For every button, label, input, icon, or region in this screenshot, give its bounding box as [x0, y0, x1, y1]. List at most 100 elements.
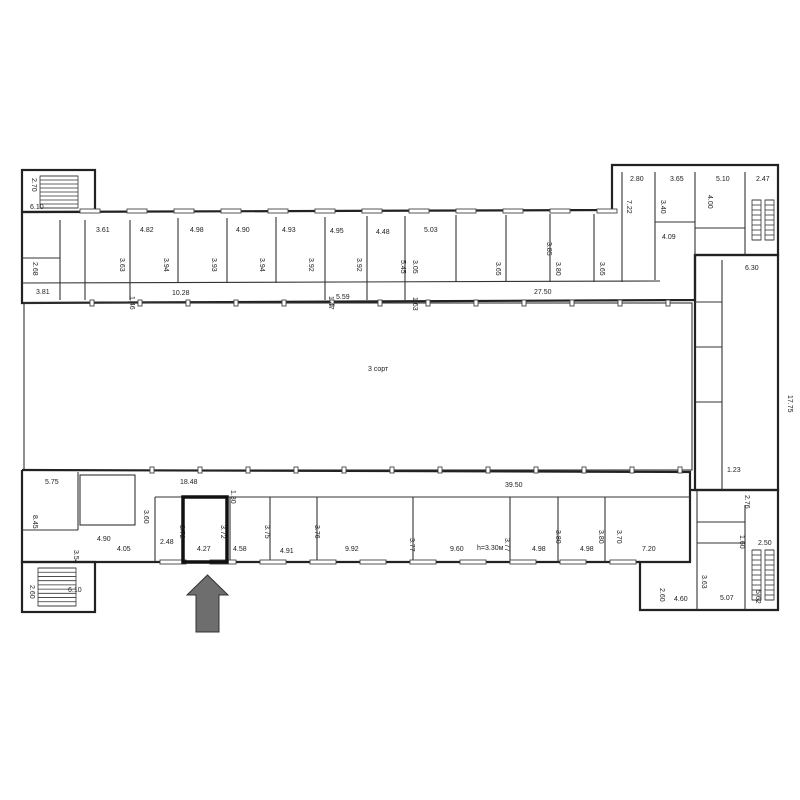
window	[408, 208, 430, 214]
dimension-label: 5.75	[45, 479, 59, 486]
dimension-label: 3.72	[219, 525, 226, 539]
window	[425, 299, 431, 307]
window	[533, 466, 539, 474]
window	[559, 559, 587, 565]
window	[314, 208, 336, 214]
dimension-label: 5.62	[754, 590, 761, 604]
dimension-label: 10.28	[172, 290, 190, 297]
dimension-label: 8.45	[31, 515, 38, 529]
dimension-label: 3.81	[36, 289, 50, 296]
window	[281, 299, 287, 307]
dimension-label: 4.27	[197, 546, 211, 553]
windows	[79, 208, 683, 565]
dimension-label: 3.75	[263, 525, 270, 539]
window	[617, 299, 623, 307]
window	[293, 466, 299, 474]
dimension-label: 3.54	[72, 550, 79, 564]
window	[185, 299, 191, 307]
window	[233, 299, 239, 307]
window	[485, 466, 491, 474]
dimension-label: 3.80	[597, 530, 604, 544]
window	[220, 208, 242, 214]
window	[629, 466, 635, 474]
window	[502, 208, 524, 214]
dimension-label: 1.23	[727, 467, 741, 474]
window	[521, 299, 527, 307]
window	[89, 299, 95, 307]
dimension-label: 27.50	[534, 289, 552, 296]
dimension-label: 3.77	[408, 538, 415, 552]
dimension-label: 9.60	[450, 546, 464, 553]
dimension-label: 3.63	[700, 575, 707, 589]
window	[569, 299, 575, 307]
dimension-label: 3.65	[494, 262, 501, 276]
dimension-label: 2.60	[658, 588, 665, 602]
dimension-label: 3.80	[554, 262, 561, 276]
window	[549, 208, 571, 214]
dimension-label: 4.48	[376, 229, 390, 236]
dimension-label: 6.10	[30, 204, 44, 211]
dimension-label: 5.03	[424, 227, 438, 234]
dimension-label: 4.95	[330, 228, 344, 235]
dimension-label: 3.60	[142, 510, 149, 524]
dimension-label: 4.90	[97, 536, 111, 543]
window	[361, 208, 383, 214]
window	[79, 208, 101, 214]
dimension-label: 9.92	[345, 546, 359, 553]
dimension-label: 3.61	[96, 227, 110, 234]
dimension-label: 4.82	[140, 227, 154, 234]
window	[197, 466, 203, 474]
dimension-label: 4.93	[282, 227, 296, 234]
dimension-label: 3.94	[162, 258, 169, 272]
dimension-label: 2.47	[756, 176, 770, 183]
dimension-label: 4.00	[706, 195, 713, 209]
dimension-label: 17.75	[786, 395, 793, 413]
window	[137, 299, 143, 307]
window	[267, 208, 289, 214]
dimension-label: 5.07	[720, 595, 734, 602]
dimension-label: 1.46	[128, 296, 135, 310]
dimension-label: 4.90	[236, 227, 250, 234]
dimension-label: 3.65	[670, 176, 684, 183]
dimension-label: 4.09	[662, 234, 676, 241]
dimension-label: 3.05	[411, 260, 418, 274]
outer-walls	[20, 163, 780, 614]
window	[259, 559, 287, 565]
dimension-label: 2.68	[31, 262, 38, 276]
highlighted-room[interactable]	[181, 495, 229, 564]
dimension-label: 6.10	[68, 587, 82, 594]
window	[509, 559, 537, 565]
dimension-label: 4.98	[190, 227, 204, 234]
arrow-pointer	[185, 574, 230, 633]
staircase-bottom-left	[37, 567, 77, 607]
window	[377, 299, 383, 307]
dimension-label: 3.77	[503, 538, 510, 552]
dimension-label: 2.70	[30, 178, 37, 192]
window	[409, 559, 437, 565]
dimension-label: 2.76	[743, 495, 750, 509]
staircase-top-left	[39, 175, 79, 209]
window	[341, 466, 347, 474]
window	[677, 466, 683, 474]
dimension-label: 4.05	[117, 546, 131, 553]
dimension-label: 3.92	[307, 258, 314, 272]
window	[473, 299, 479, 307]
dimension-label: 4.98	[532, 546, 546, 553]
dimension-label: 1.60	[738, 535, 745, 549]
dimension-label: 3.85	[545, 242, 552, 256]
window	[359, 559, 387, 565]
dimension-label: 5.59	[336, 294, 350, 301]
interior-walls	[21, 172, 746, 610]
window	[389, 466, 395, 474]
dimension-label: 3.63	[118, 258, 125, 272]
dimension-label: 5.10	[716, 176, 730, 183]
dimension-label: h=3.30м	[477, 545, 504, 552]
window	[149, 466, 155, 474]
dimension-label: 3.94	[258, 258, 265, 272]
dimension-label: 2.48	[160, 539, 174, 546]
window	[309, 559, 337, 565]
dimension-label: 4.98	[580, 546, 594, 553]
window	[459, 559, 487, 565]
window	[245, 466, 251, 474]
